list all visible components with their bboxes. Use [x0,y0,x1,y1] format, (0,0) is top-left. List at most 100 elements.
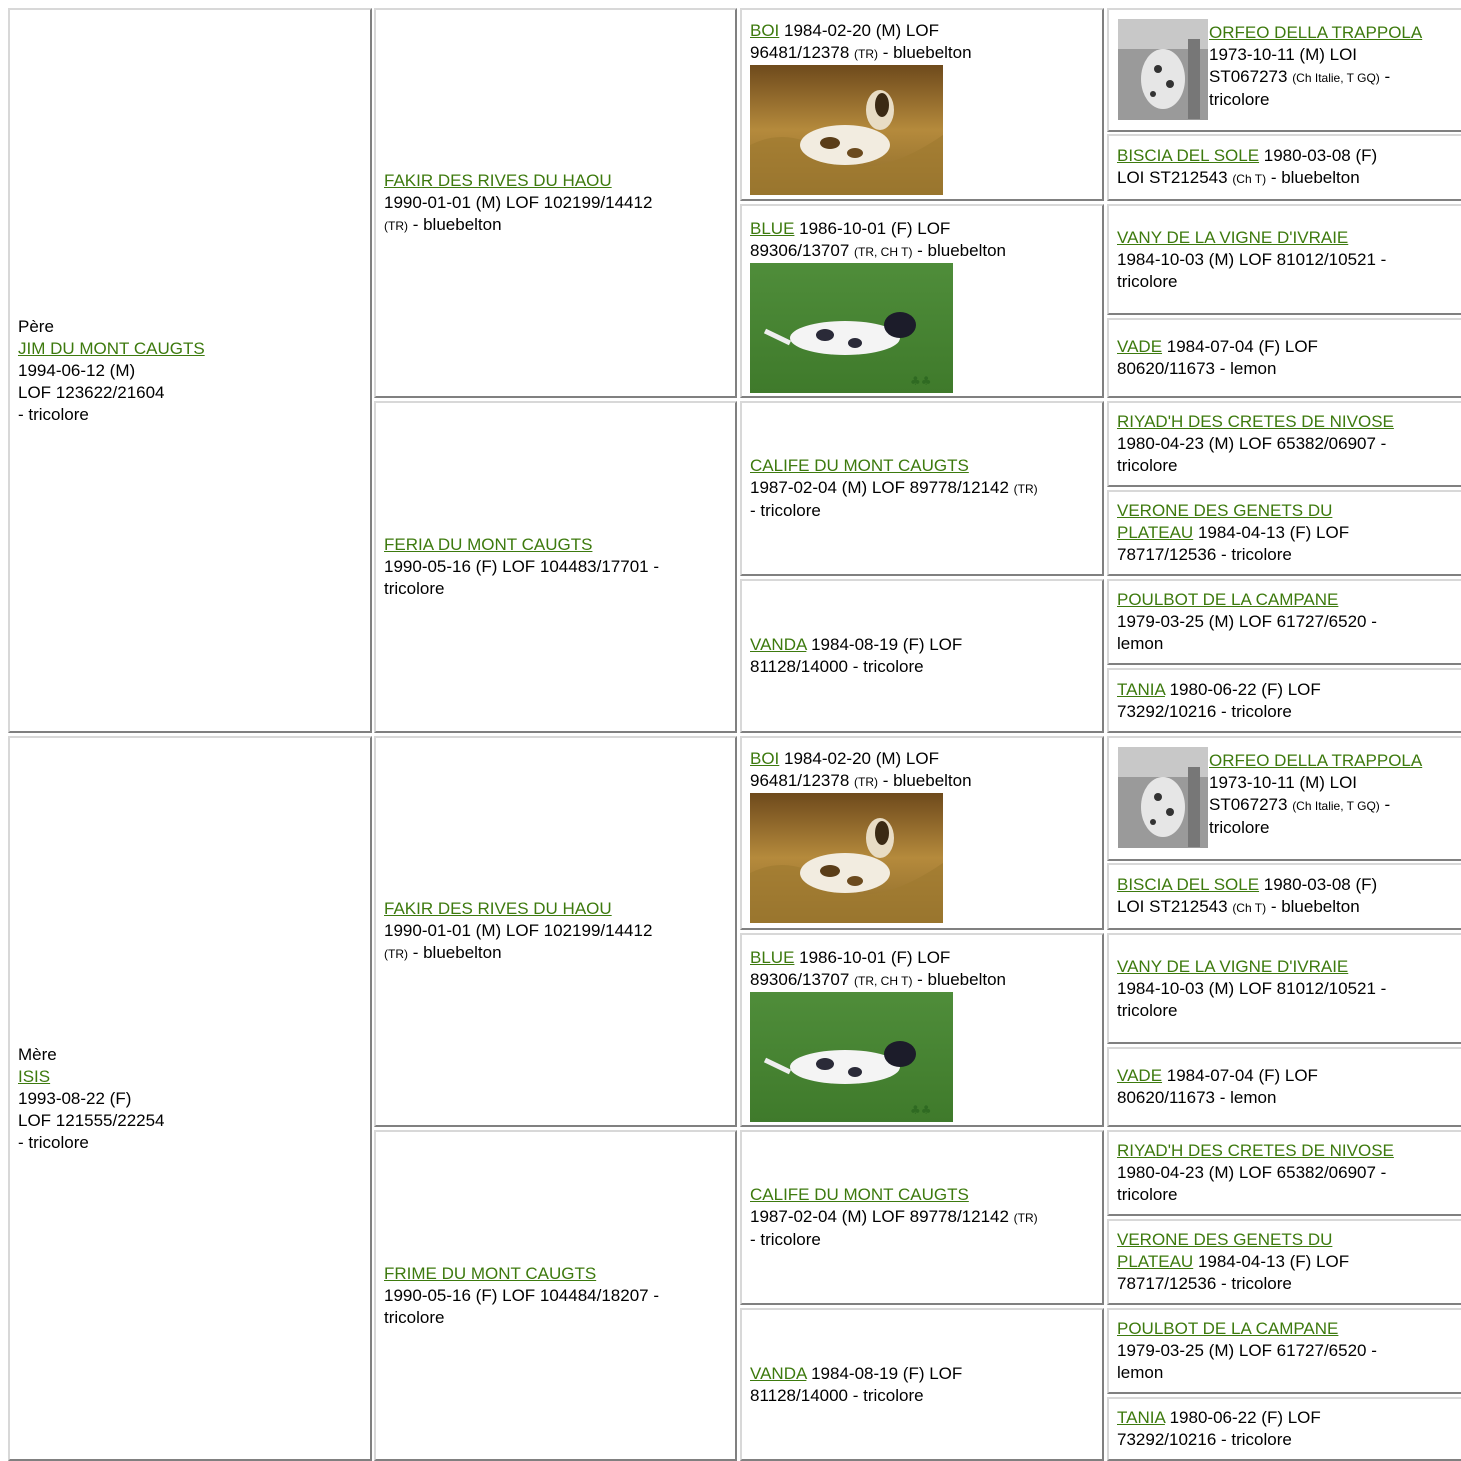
ggp-name-link[interactable]: BOI [750,749,780,768]
gggp-color: lemon [1117,1363,1164,1382]
gggp-name-link[interactable]: BISCIA DEL SOLE [1117,146,1260,165]
ggp-info: 1984-02-20 (M) LOF [779,749,939,768]
gggp-name-link[interactable]: RIYAD'H DES CRETES DE NIVOSE [1117,1141,1394,1160]
gggp-color: tricolore [1209,818,1270,837]
ggp-name-link[interactable]: CALIFE DU MONT CAUGTS [750,1185,969,1204]
parent-name-link[interactable]: ISIS [18,1066,51,1086]
gggp-name-link[interactable]: POULBOT DE LA CAMPANE [1117,590,1339,609]
parent-role: Père [18,316,54,336]
gggp-color: tricolore [1117,1185,1178,1204]
grandparent-color: tricolore [384,1307,445,1327]
ggp-name-link[interactable]: BOI [750,21,780,40]
dog-thumbnail-photo[interactable] [1118,19,1208,120]
ggp-info: 1987-02-04 (M) LOF 89778/12142 [750,478,1014,497]
dog-photo-green-field[interactable]: ♣♣ [750,263,953,393]
gggp-info: 1980-03-08 (F) [1259,875,1378,894]
ggp-registration: 81128/14000 - tricolore [750,1385,924,1405]
gggp-name-link[interactable]: POULBOT DE LA CAMPANE [1117,1319,1339,1338]
gggp-name-link[interactable]: VADE [1117,1066,1163,1085]
gggp-color: lemon [1117,634,1164,653]
gggp-color: tricolore [1117,456,1178,475]
dog-photo-brown-field[interactable] [750,65,943,195]
grandparent-info: 1990-01-01 (M) LOF 102199/14412 [384,921,653,940]
gggp-name-link[interactable]: PLATEAU [1117,1252,1194,1271]
gggp-titles: (Ch T) [1232,172,1267,186]
gggp-info: 1980-06-22 (F) LOF [1164,1408,1321,1427]
ggp-name-link[interactable]: VANDA [750,1363,807,1383]
parent-color: - tricolore [18,404,89,424]
ggp-titles: (TR) [854,775,878,789]
gggp-cell: VADE 1984-07-04 (F) LOF 80620/11673 - le… [1107,318,1461,398]
ggp-registration: 96481/12378 [750,43,854,62]
dog-thumbnail-photo[interactable] [1118,747,1208,848]
gggp-name-link[interactable]: VANY DE LA VIGNE D'IVRAIE [1117,956,1349,976]
gggp-info: 1979-03-25 (M) LOF 61727/6520 - [1117,1341,1377,1360]
gggp-info: 1984-07-04 (F) LOF [1162,337,1318,356]
ggp-registration: 96481/12378 [750,771,854,790]
dog-photo-green-field[interactable]: ♣♣ [750,992,953,1122]
great-grandparent-cell: VANDA 1984-08-19 (F) LOF 81128/14000 - t… [740,1308,1104,1461]
grandparent-titles: (TR) [384,947,408,961]
ggp-titles: (TR) [1013,1211,1038,1225]
ggp-color: - tricolore [750,501,821,520]
gggp-info: 1973-10-11 (M) LOI [1209,45,1358,64]
parent-name-link[interactable]: JIM DU MONT CAUGTS [18,338,205,358]
gggp-info: 1984-10-03 (M) LOF 81012/10521 - [1117,978,1387,998]
grandparent-name-link[interactable]: FAKIR DES RIVES DU HAOU [384,899,612,918]
ggp-registration: 89306/13707 [750,241,854,260]
grandparent-name-link[interactable]: FERIA DU MONT CAUGTS [384,535,593,554]
gggp-color: tricolore [1117,1000,1178,1020]
gggp-name-link[interactable]: TANIA [1117,1408,1165,1427]
gggp-name-link[interactable]: RIYAD'H DES CRETES DE NIVOSE [1117,412,1394,431]
gggp-titles: (Ch T) [1232,901,1267,915]
gggp-color: - bluebelton [1266,897,1360,916]
grandparent-info: 1990-05-16 (F) LOF 104484/18207 - [384,1285,660,1305]
ggp-name-link[interactable]: CALIFE DU MONT CAUGTS [750,456,969,475]
gggp-info: 1984-07-04 (F) LOF [1162,1066,1318,1085]
ggp-name-link[interactable]: VANDA [750,635,807,654]
ggp-info: 1984-08-19 (F) LOF [806,635,963,654]
ggp-info: 1984-08-19 (F) LOF [806,1363,963,1383]
gggp-name-link[interactable]: VANY DE LA VIGNE D'IVRAIE [1117,227,1349,247]
grandparent-name-link[interactable]: FRIME DU MONT CAUGTS [384,1263,597,1283]
grandparent-color: - bluebelton [408,943,502,962]
parent-cell-sire: Père JIM DU MONT CAUGTS 1994-06-12 (M) L… [8,8,372,733]
gggp-name-link[interactable]: BISCIA DEL SOLE [1117,875,1260,894]
ggp-color: - bluebelton [912,970,1007,989]
gggp-info: 1980-04-23 (M) LOF 65382/06907 - [1117,1163,1387,1182]
dog-photo-brown-field[interactable] [750,793,943,923]
ggp-titles: (TR) [854,47,878,61]
gggp-registration: 73292/10216 - tricolore [1117,701,1292,721]
gggp-cell: RIYAD'H DES CRETES DE NIVOSE 1980-04-23 … [1107,401,1461,487]
grandparent-cell: FERIA DU MONT CAUGTS 1990-05-16 (F) LOF … [374,401,737,733]
gggp-info: 1980-06-22 (F) LOF [1164,679,1321,699]
gggp-name-link[interactable]: VERONE DES GENETS DU [1117,1230,1333,1249]
parent-birth: 1993-08-22 (F) [18,1088,132,1108]
gggp-name-link[interactable]: TANIA [1117,679,1165,699]
grandparent-info: 1990-01-01 (M) LOF 102199/14412 [384,192,653,212]
gggp-name-link[interactable]: VERONE DES GENETS DU [1117,501,1333,520]
grandparent-info: 1990-05-16 (F) LOF 104483/17701 - [384,557,660,576]
gggp-name-link[interactable]: PLATEAU [1117,523,1194,542]
gggp-color: - [1379,67,1391,86]
ggp-name-link[interactable]: BLUE [750,219,795,238]
gggp-name-link[interactable]: ORFEO DELLA TRAPPOLA [1209,751,1423,770]
gggp-name-link[interactable]: ORFEO DELLA TRAPPOLA [1209,23,1423,42]
grandparent-cell: FAKIR DES RIVES DU HAOU 1990-01-01 (M) L… [374,736,737,1127]
gggp-cell: RIYAD'H DES CRETES DE NIVOSE 1980-04-23 … [1107,1130,1461,1216]
gggp-registration: 78717/12536 - tricolore [1117,545,1292,564]
gggp-name-link[interactable]: VADE [1117,337,1163,356]
parent-role: Mère [18,1044,57,1064]
gggp-cell: POULBOT DE LA CAMPANE 1979-03-25 (M) LOF… [1107,1308,1461,1394]
gggp-cell: VANY DE LA VIGNE D'IVRAIE 1984-10-03 (M)… [1107,933,1461,1044]
gggp-cell: VERONE DES GENETS DU PLATEAU 1984-04-13 … [1107,1219,1461,1305]
ggp-info: 1984-02-20 (M) LOF [779,21,939,40]
ggp-registration: 89306/13707 [750,970,854,989]
great-grandparent-cell: VANDA 1984-08-19 (F) LOF 81128/14000 - t… [740,579,1104,733]
parent-registration: LOF 123622/21604 [18,382,165,402]
gggp-color: - [1379,795,1391,814]
grandparent-name-link[interactable]: FAKIR DES RIVES DU HAOU [384,170,612,190]
ggp-name-link[interactable]: BLUE [750,948,795,967]
parent-cell-dam: Mère ISIS 1993-08-22 (F) LOF 121555/2225… [8,736,372,1461]
gggp-info: 1979-03-25 (M) LOF 61727/6520 - [1117,612,1377,631]
